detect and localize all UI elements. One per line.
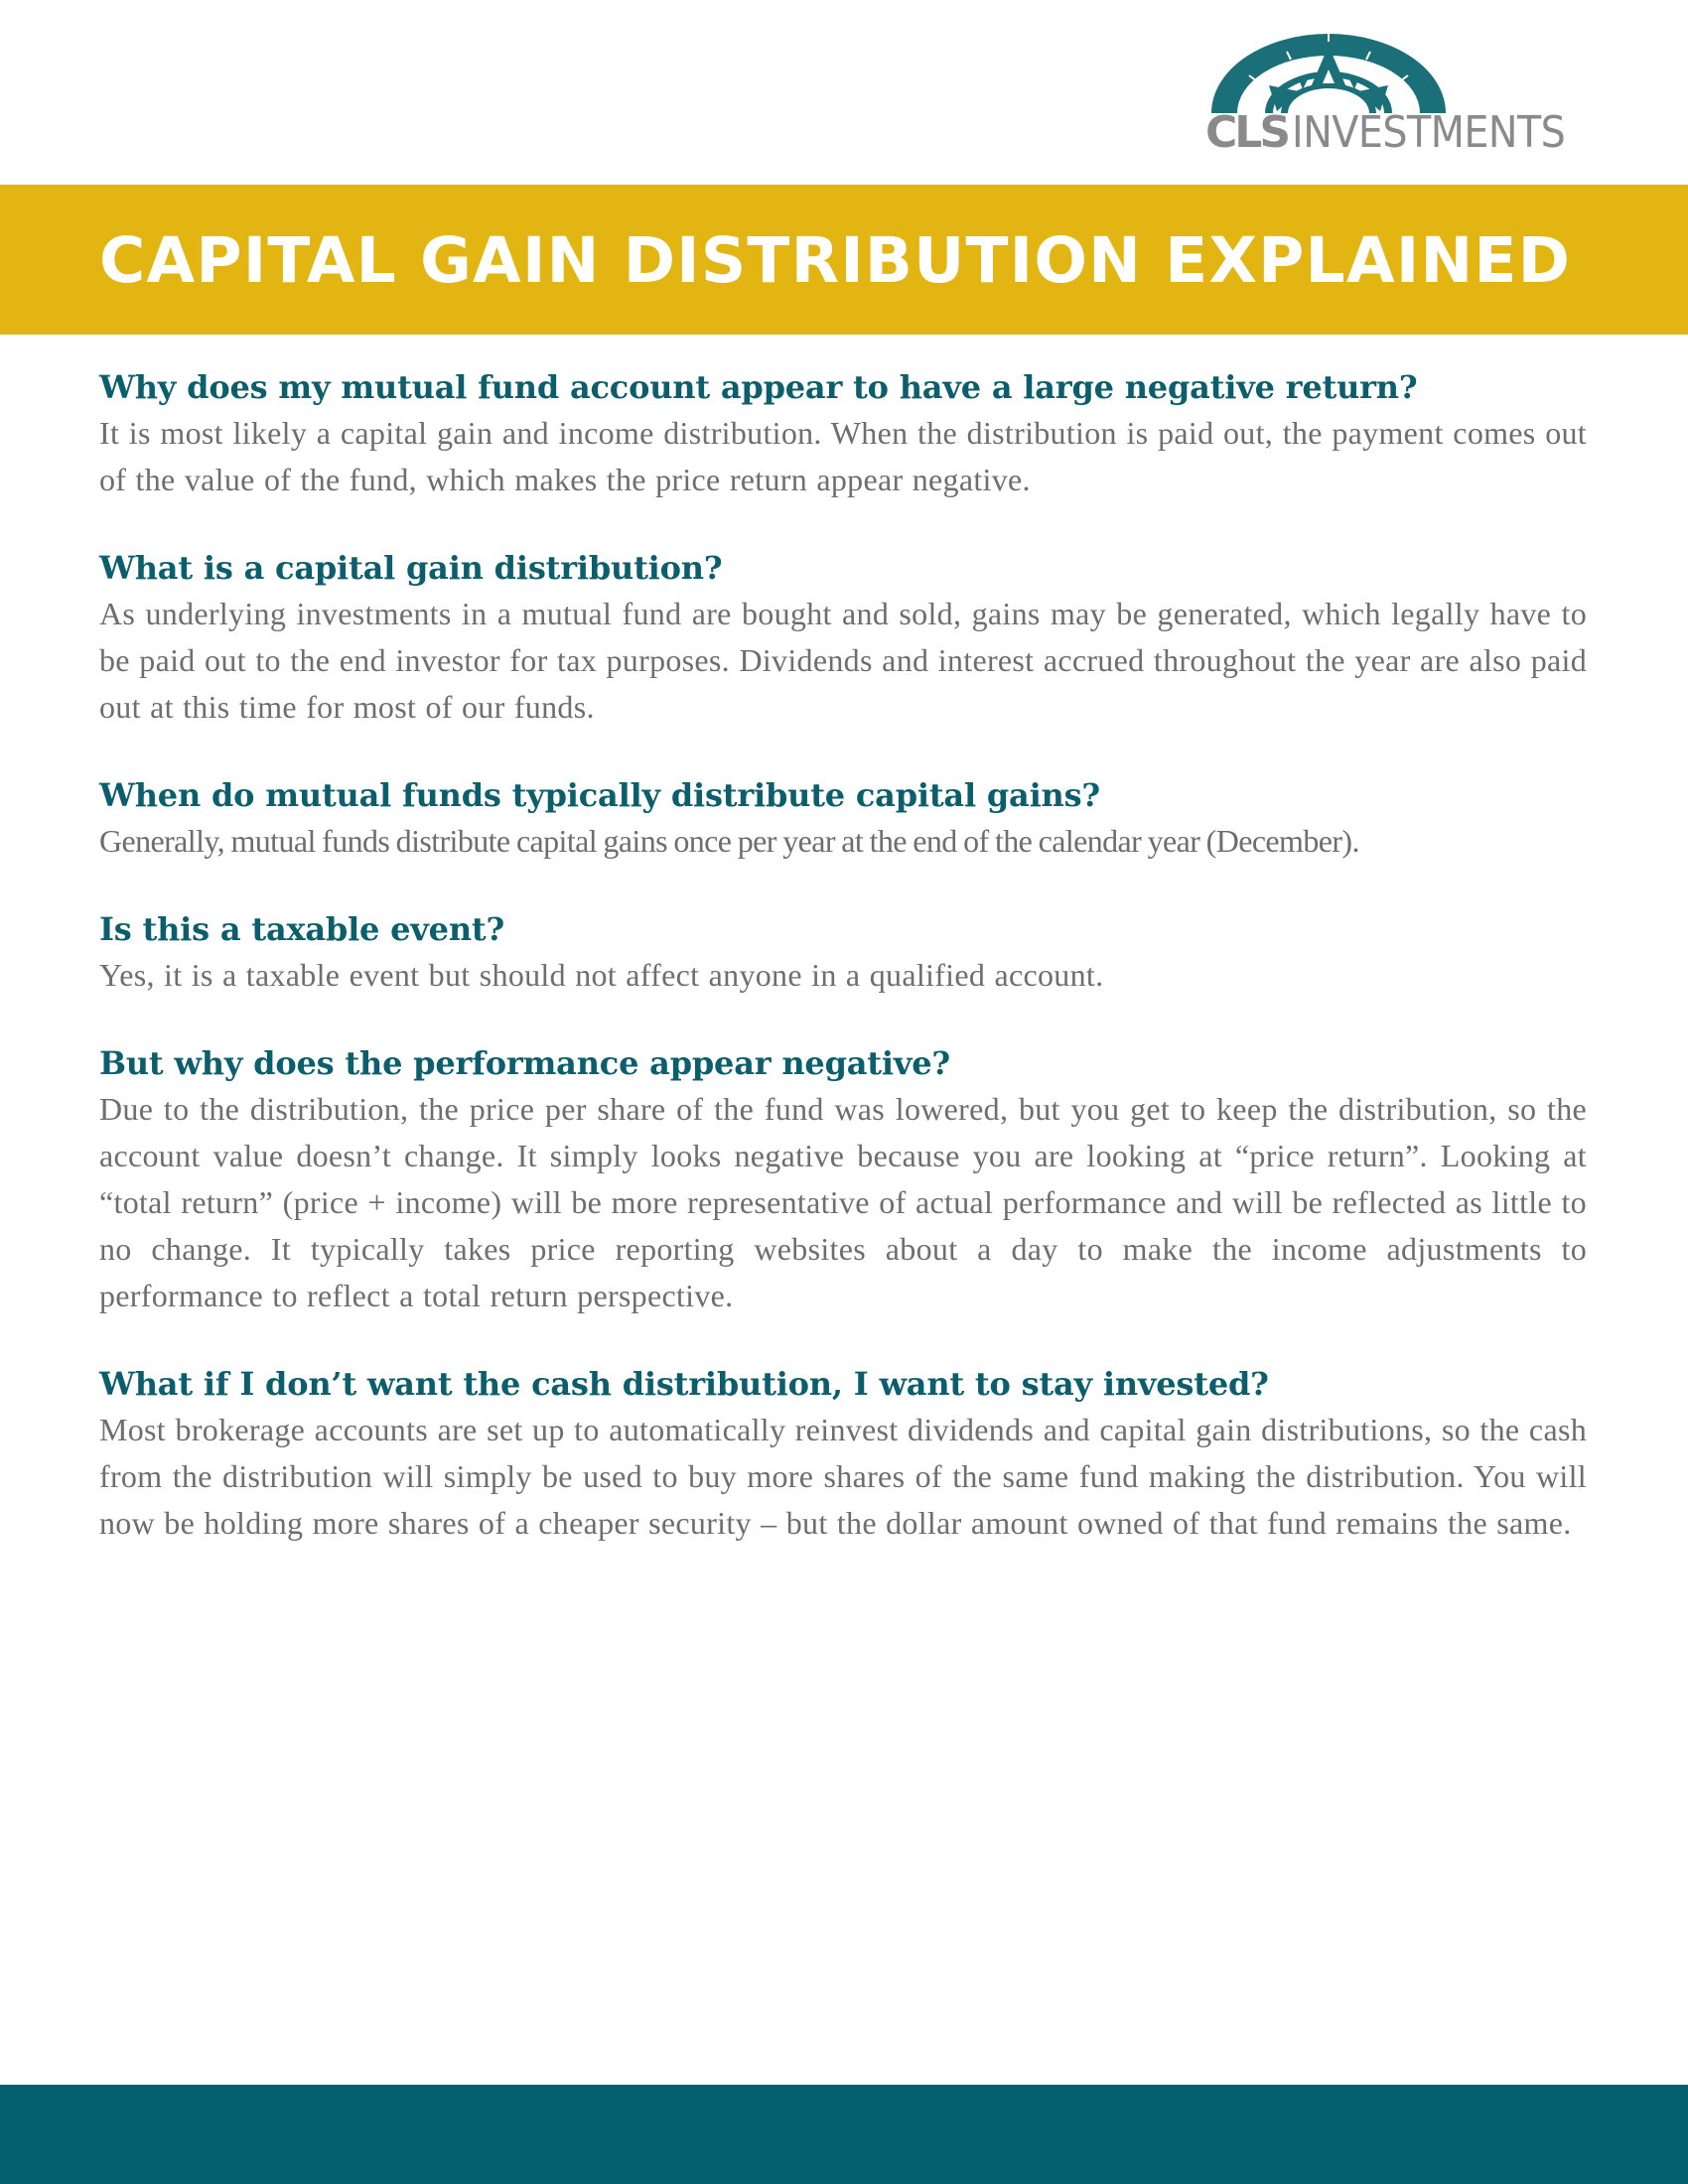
cls-investments-logo: CLSINVESTMENTS [1203, 30, 1593, 159]
title-banner: CAPITAL GAIN DISTRIBUTION EXPLAINED [0, 185, 1688, 335]
faq-section: What is a capital gain distribution? As … [99, 547, 1587, 731]
logo-brand-light: INVESTMENTS [1292, 107, 1566, 158]
faq-question: What is a capital gain distribution? [99, 549, 723, 587]
faq-question: But why does the performance appear nega… [99, 1044, 950, 1082]
faq-section: When do mutual funds typically distribut… [99, 774, 1587, 865]
logo-brand-bold: CLS [1205, 107, 1291, 158]
faq-section: Why does my mutual fund account appear t… [99, 366, 1587, 503]
page-title: CAPITAL GAIN DISTRIBUTION EXPLAINED [99, 224, 1572, 297]
faq-section: Is this a taxable event? Yes, it is a ta… [99, 908, 1587, 999]
faq-answer: Most brokerage accounts are set up to au… [99, 1412, 1587, 1541]
logo-wordmark: CLSINVESTMENTS [1205, 107, 1566, 159]
compass-emblem-icon [1211, 34, 1446, 113]
faq-answer: It is most likely a capital gain and inc… [99, 415, 1587, 497]
faq-answer: Generally, mutual funds distribute capit… [99, 823, 1359, 859]
faq-content: Why does my mutual fund account appear t… [99, 366, 1587, 1590]
footer-bar [0, 2085, 1688, 2184]
faq-answer: Yes, it is a taxable event but should no… [99, 957, 1104, 993]
faq-section: What if I don’t want the cash distributi… [99, 1363, 1587, 1547]
faq-answer: As underlying investments in a mutual fu… [99, 596, 1587, 725]
faq-question: What if I don’t want the cash distributi… [99, 1365, 1269, 1403]
faq-question: Why does my mutual fund account appear t… [99, 368, 1418, 406]
faq-question: Is this a taxable event? [99, 910, 505, 948]
faq-question: When do mutual funds typically distribut… [99, 776, 1100, 814]
faq-section: But why does the performance appear nega… [99, 1042, 1587, 1319]
faq-answer: Due to the distribution, the price per s… [99, 1091, 1587, 1313]
